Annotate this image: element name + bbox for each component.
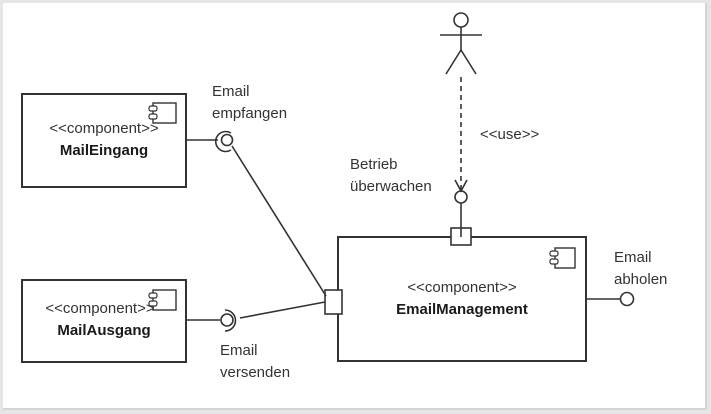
stereotype-label: <<component>> <box>49 120 158 137</box>
assembly-line <box>231 145 327 297</box>
interface-email-empfangen[interactable]: Email empfangen <box>186 83 327 297</box>
stereotype-label: <<component>> <box>45 300 154 317</box>
interface-label: Email <box>220 342 258 359</box>
lollipop-icon <box>220 133 234 147</box>
interface-email-abholen[interactable]: Email abholen <box>586 249 667 307</box>
interface-label: Email <box>614 249 652 266</box>
component-email-management[interactable]: <<component>> EmailManagement <box>337 236 587 362</box>
interface-label: überwachen <box>350 178 432 195</box>
component-icon <box>148 289 177 311</box>
socket-icon <box>215 130 232 153</box>
lollipop-icon <box>454 190 468 204</box>
component-name: MailAusgang <box>57 322 150 339</box>
stereotype-label: <<component>> <box>407 279 516 296</box>
interface-label: Betrieb <box>350 156 398 173</box>
port-left[interactable] <box>324 289 343 315</box>
dependency-use[interactable]: <<use>> <box>454 77 539 193</box>
interface-label: Email <box>212 83 250 100</box>
dependency-label: <<use>> <box>480 126 539 143</box>
component-name: EmailManagement <box>396 301 528 318</box>
component-icon <box>148 102 177 124</box>
socket-icon <box>224 309 237 332</box>
interface-email-versenden[interactable]: Email versenden <box>186 301 326 381</box>
lollipop-icon <box>619 291 635 307</box>
interface-label: empfangen <box>212 105 287 122</box>
interface-label: abholen <box>614 271 667 288</box>
actor-stick-figure-icon[interactable] <box>440 12 482 75</box>
assembly-line <box>239 301 326 319</box>
interface-betrieb-ueberwachen[interactable]: Betrieb überwachen <box>350 156 468 237</box>
component-box <box>337 236 587 362</box>
interface-label: versenden <box>220 364 290 381</box>
component-icon <box>549 247 576 269</box>
lollipop-icon <box>220 313 234 327</box>
component-name: MailEingang <box>60 142 148 159</box>
component-mail-eingang[interactable]: <<component>> MailEingang <box>21 93 187 188</box>
arrowhead-icon <box>454 179 468 193</box>
component-mail-ausgang[interactable]: <<component>> MailAusgang <box>21 279 187 363</box>
